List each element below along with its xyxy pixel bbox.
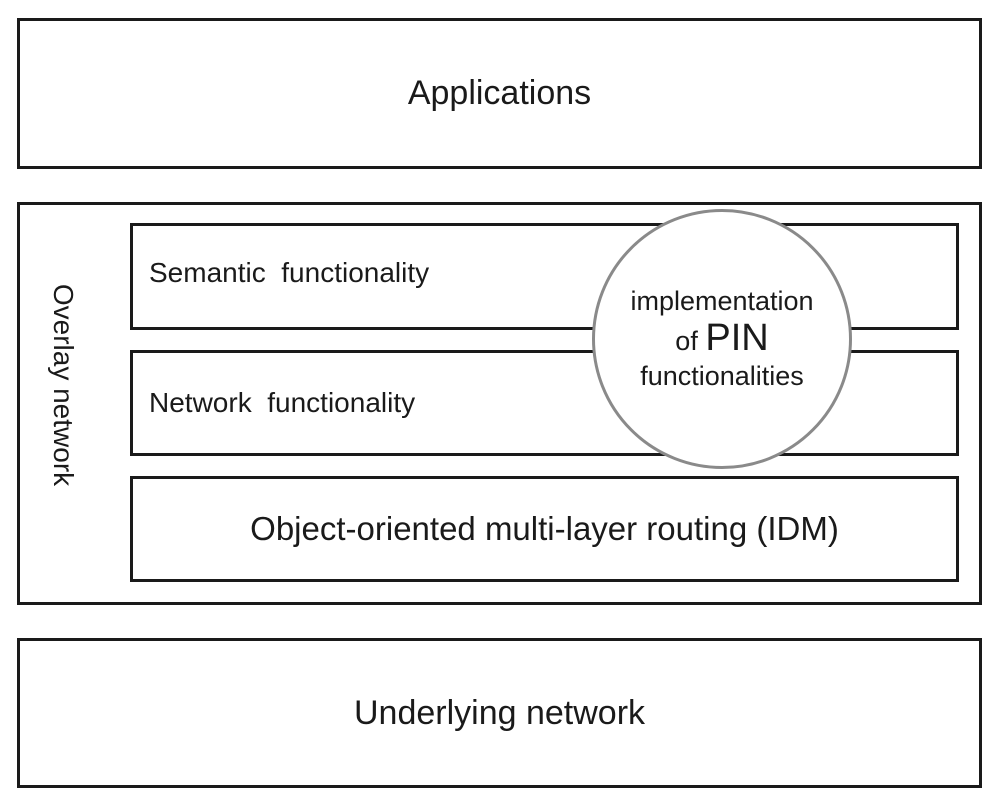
underlying-network-box: Underlying network xyxy=(17,638,982,788)
overlay-network-label: Overlay network xyxy=(48,283,79,487)
pin-line-1: implementation xyxy=(630,286,814,317)
pin-acronym: PIN xyxy=(705,317,769,360)
pin-functionalities-circle: implementation of PIN functionalities xyxy=(592,209,852,469)
routing-label: Object-oriented multi-layer routing (IDM… xyxy=(250,510,839,547)
applications-box: Applications xyxy=(17,18,982,169)
pin-line-2-prefix: of xyxy=(675,326,698,357)
network-functionality-label: Network functionality xyxy=(149,387,416,418)
underlying-network-label: Underlying network xyxy=(353,693,646,732)
applications-label: Applications xyxy=(407,74,592,112)
pin-line-3: functionalities xyxy=(640,360,804,391)
routing-box: Object-oriented multi-layer routing (IDM… xyxy=(130,476,959,582)
pin-line-2: of PIN xyxy=(675,317,768,361)
semantic-functionality-label: Semantic functionality xyxy=(149,256,430,288)
semantic-functionality-box: Semantic functionality xyxy=(130,223,959,330)
